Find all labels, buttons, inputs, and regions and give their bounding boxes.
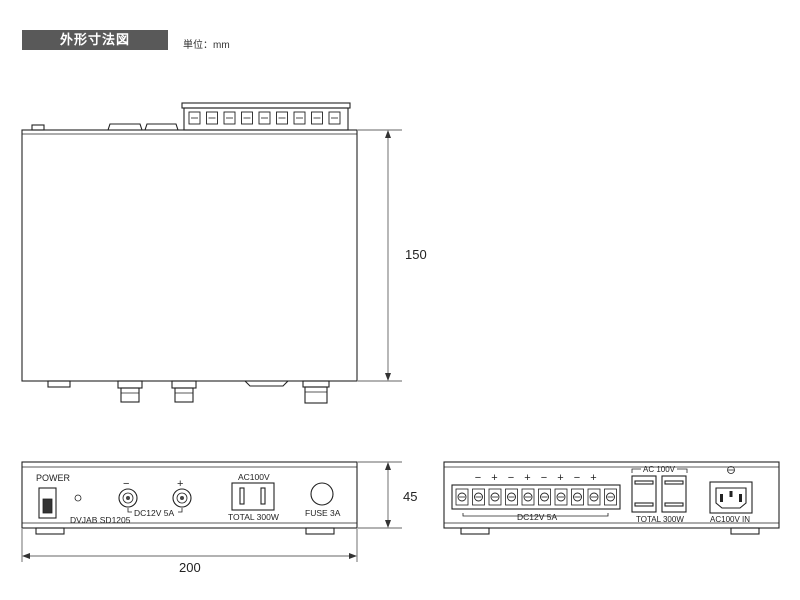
rear-polarity-sign: +	[524, 472, 530, 484]
rear-terminal-screw[interactable]	[538, 488, 551, 506]
rear-terminal-screw[interactable]	[587, 488, 601, 506]
top-view: 150	[21, 102, 427, 404]
bottom-connector-1	[117, 380, 143, 403]
ac-outlet-rear-1[interactable]	[631, 475, 657, 513]
top-terminal-screw	[276, 111, 288, 125]
bottom-foot-left	[47, 380, 71, 388]
terminal-block-top-rail	[181, 102, 351, 109]
top-terminal-screw	[241, 111, 253, 125]
bottom-ac-bump	[244, 380, 289, 387]
top-terminal-screw	[206, 111, 218, 125]
rear-terminal-screw[interactable]	[571, 488, 584, 506]
top-connector-1	[107, 123, 143, 131]
front-foot-right	[305, 527, 335, 535]
rear-terminal-screw[interactable]	[554, 488, 568, 506]
rear-polarity-sign: −	[475, 472, 481, 484]
model-label: DVJAB SD1205	[70, 515, 131, 525]
rear-foot-left	[460, 527, 490, 535]
top-terminal-screw	[188, 111, 201, 125]
top-terminal-screw	[293, 111, 306, 125]
front-view: POWER − + DC12V 5A DVJAB SD1205 AC100V T…	[21, 461, 417, 575]
front-total-label: TOTAL 300W	[228, 512, 279, 522]
rear-terminal-screw[interactable]	[472, 488, 485, 506]
power-label: POWER	[36, 473, 71, 483]
rear-dc-label: DC12V 5A	[517, 512, 557, 522]
dc-minus-sign: −	[123, 478, 129, 490]
front-ac-label: AC100V	[238, 472, 270, 482]
rear-polarity-sign: −	[574, 472, 580, 484]
rear-polarity-sign: +	[557, 472, 563, 484]
bottom-fuse-holder	[302, 380, 330, 404]
front-panel-body	[21, 461, 358, 529]
top-terminal-screw	[223, 111, 236, 125]
top-view-body	[21, 129, 358, 382]
rear-terminal-screw[interactable]	[604, 488, 617, 506]
rear-terminal-screw[interactable]	[505, 488, 518, 506]
rear-polarity-sign: −	[541, 472, 547, 484]
top-connector-2	[144, 123, 179, 131]
ac-inlet[interactable]	[709, 481, 753, 514]
rear-terminal-screw[interactable]	[455, 488, 469, 506]
rear-ac-label: AC 100V	[643, 465, 676, 474]
ac-outlet-front[interactable]	[231, 482, 275, 511]
dc-jack-minus[interactable]	[118, 488, 138, 508]
power-led-icon	[74, 494, 82, 502]
fuse-label: FUSE 3A	[305, 508, 341, 518]
front-dc-label: DC12V 5A	[134, 508, 174, 518]
rear-terminal-block	[451, 484, 621, 510]
top-terminal-screw	[258, 111, 271, 125]
terminal-block-top	[183, 107, 349, 131]
top-terminal-screw	[328, 111, 341, 125]
rear-foot-right	[730, 527, 760, 535]
width-dimension: 200	[179, 560, 201, 575]
rear-terminal-screw[interactable]	[521, 488, 535, 506]
rear-polarity-sign: +	[590, 472, 596, 484]
fuse-holder[interactable]	[310, 482, 334, 506]
dc-plus-sign: +	[177, 478, 183, 490]
top-terminal-screw	[311, 111, 323, 125]
dc-jack-plus[interactable]	[172, 488, 192, 508]
ac-outlet-rear-2[interactable]	[661, 475, 687, 513]
ground-icon	[727, 466, 735, 474]
rear-panel-body	[443, 461, 780, 529]
rear-total-label: TOTAL 300W	[636, 515, 684, 524]
bottom-connector-2	[171, 380, 197, 403]
title-tag: 外形寸法図	[22, 30, 168, 50]
front-foot-left	[35, 527, 65, 535]
rear-polarity-sign: +	[491, 472, 497, 484]
top-left-foot	[31, 124, 45, 131]
rear-polarity-sign: −	[508, 472, 514, 484]
rear-view: −+−+−+−+ DC12V 5A AC 100V TOTAL 300W	[443, 461, 780, 535]
rear-terminal-screw[interactable]	[488, 488, 502, 506]
depth-dimension: 150	[405, 247, 427, 262]
unit-label: 単位：mm	[183, 40, 230, 51]
height-dimension: 45	[403, 489, 417, 504]
power-switch[interactable]	[38, 487, 57, 519]
ac-input-label: AC100V IN	[710, 515, 750, 524]
